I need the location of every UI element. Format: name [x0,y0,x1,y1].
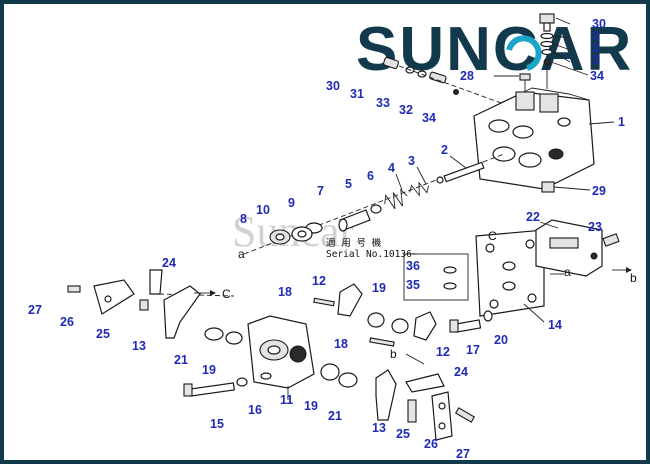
callout-9: 9 [288,196,295,210]
reference-letters: a C C a b b [222,229,637,361]
callout-24: 24 [162,256,176,270]
callout-28: 28 [460,69,474,83]
callout-13: 13 [372,421,386,435]
callout-17: 17 [466,343,480,357]
callout-33: 33 [376,96,390,110]
callout-18: 18 [334,337,348,351]
callout-30: 30 [326,79,340,93]
pin-25-lower [407,399,417,423]
callout-5: 5 [345,177,352,191]
long-bolt-15 [183,382,236,397]
callout-23: 23 [588,220,602,234]
callout-6: 6 [367,169,374,183]
callout-7: 7 [317,184,324,198]
bracket-26-lower [431,391,453,441]
callout-31: 31 [350,87,364,101]
callout-16: 16 [248,403,262,417]
callout-35: 35 [406,278,420,292]
callout-34: 34 [422,111,436,125]
callout-8: 8 [240,212,247,226]
callout-19: 19 [372,281,386,295]
serial-label-no: Serial No.10136~ [326,249,418,260]
ref-c: C [222,287,231,301]
callout-3: 3 [592,41,599,55]
cover-plate-14 [475,229,545,317]
callout-29: 29 [592,184,606,198]
callout-36: 36 [406,259,420,273]
valve-body-1 [473,87,595,190]
logo-text: SUNCAR [356,15,633,84]
callout-3: 3 [408,154,415,168]
seal-19-lower [320,363,340,381]
lever-13-lower [375,369,397,421]
callout-1: 1 [618,115,625,129]
suncar-logo: SUNCAR [356,15,633,84]
bolt-27-lower [454,407,476,423]
callout-13: 13 [132,339,146,353]
lever-12-lower [413,311,437,341]
ref-b: b [630,271,637,285]
ref-a: a [564,265,571,279]
callout-26: 26 [60,315,74,329]
pin-18-lower [369,337,395,347]
ref-c: C [488,229,497,243]
bolt-17 [449,319,482,333]
seals-19-upper [367,312,409,334]
callout-21: 21 [174,353,188,367]
washer-20 [483,310,493,322]
callout-3: 3 [592,53,599,67]
plate-24-lower [405,373,445,393]
ref-a: a [238,247,245,261]
callout-22: 22 [526,210,540,224]
callout-26: 26 [424,437,438,451]
exploded-parts-diagram: Suncar SUNCAR [28,13,637,460]
ring-21-lower [338,372,358,388]
callout-10: 10 [256,203,270,217]
callout-34: 34 [590,69,604,83]
callout-12: 12 [312,274,326,288]
callout-21: 21 [328,409,342,423]
callout-18: 18 [278,285,292,299]
spool-assembly [243,153,505,255]
serial-label-jp: 適 用 号 機 [326,237,382,249]
callout-25: 25 [96,327,110,341]
callout-numbers: 30 3 3 3 34 28 30 31 33 32 34 1 2 3 4 6 … [28,17,625,460]
bolt-23 [602,233,620,247]
pin-18-upper [313,297,335,307]
ref-b: b [390,347,397,361]
callout-11: 11 [280,393,293,407]
callout-32: 32 [399,103,413,117]
lever-12-upper [337,283,363,317]
callout-14: 14 [548,318,562,332]
housing-11 [247,315,315,389]
callout-3: 3 [592,29,599,43]
callout-27: 27 [456,447,470,460]
callout-12: 12 [436,345,450,359]
logo-accent-arc [506,35,542,71]
washer-16 [236,377,248,387]
callout-20: 20 [494,333,508,347]
callout-4: 4 [388,161,395,175]
solenoid-22 [535,219,603,277]
serial-detail-box: 適 用 号 機 Serial No.10136~ [326,237,469,301]
callout-25: 25 [396,427,410,441]
callout-2: 2 [441,143,448,157]
left-lever-assembly [67,269,243,345]
callout-19: 19 [304,399,318,413]
top-right-fasteners [539,13,555,89]
plug-parts-upper [383,57,505,105]
leader-lines [287,17,615,400]
reference-arrows [194,267,632,365]
callout-19: 19 [202,363,216,377]
plug-29 [541,181,555,193]
callout-27: 27 [28,303,42,317]
callout-24: 24 [454,365,468,379]
callout-15: 15 [210,417,224,431]
callout-30: 30 [592,17,606,31]
